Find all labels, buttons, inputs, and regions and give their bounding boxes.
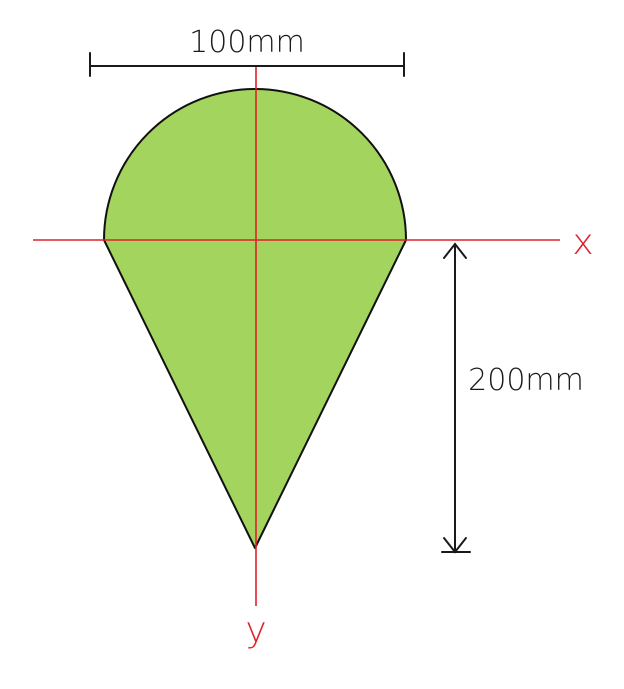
x-axis-label: x: [572, 222, 593, 263]
height-dimension: [441, 242, 471, 554]
y-axis-label: y: [245, 610, 266, 651]
triangle-outline: [103, 239, 407, 549]
height-dimension-label: 200mm: [468, 363, 584, 398]
width-dimension: [89, 52, 405, 77]
shape-fill: [104, 89, 406, 548]
width-dimension-label: 100mm: [189, 25, 305, 60]
semicircle-outline: [103, 88, 407, 241]
